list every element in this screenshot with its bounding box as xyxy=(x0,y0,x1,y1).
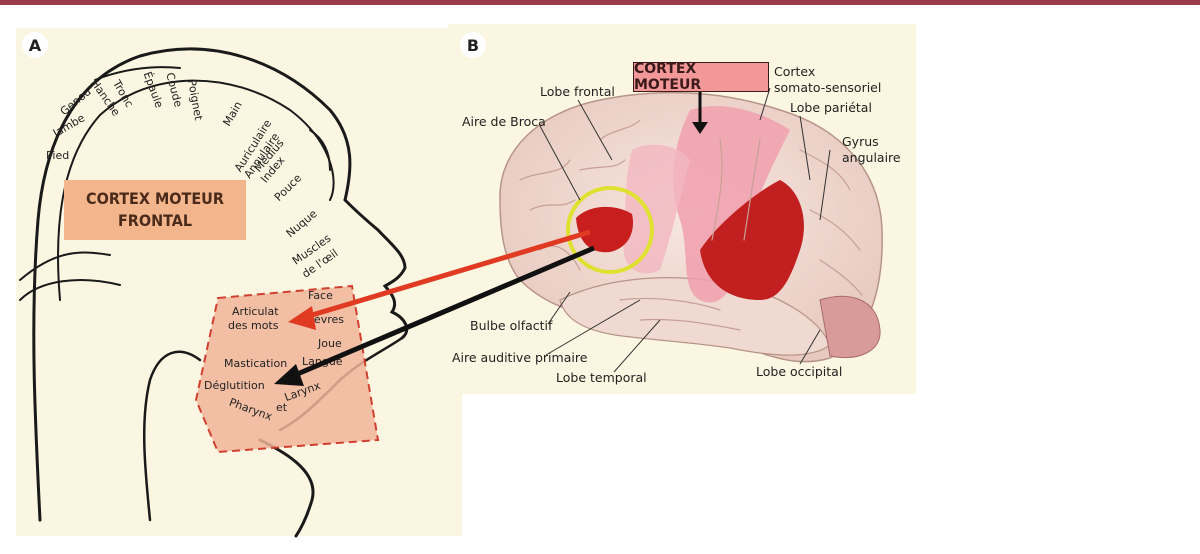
broca-area xyxy=(576,206,634,253)
panel-b-badge: B xyxy=(460,32,486,58)
cortex-moteur-pointer-head xyxy=(692,122,708,134)
cortex-moteur-frontal-line2: FRONTAL xyxy=(117,211,193,230)
label-bulbe-olfactif: Bulbe olfactif xyxy=(470,318,553,333)
label-lobe-occipital: Lobe occipital xyxy=(756,364,843,379)
label-lobe-frontal: Lobe frontal xyxy=(540,84,615,99)
cortex-moteur-frontal-line1: CORTEX MOTEUR xyxy=(86,189,224,208)
label-des-mots: des mots xyxy=(228,319,279,332)
label-joue: Joue xyxy=(318,337,342,350)
cortex-moteur-frontal-box: CORTEX MOTEUR FRONTAL xyxy=(64,180,246,240)
face-profile-outline xyxy=(343,198,409,340)
black-arrow-head xyxy=(274,364,304,386)
label-gyrus: Gyrus xyxy=(842,134,879,149)
label-et: et xyxy=(276,401,288,414)
label-somato-sensoriel: somato-sensoriel xyxy=(774,80,882,95)
panel-a-badge: A xyxy=(22,32,48,58)
motor-region-overlay xyxy=(194,284,380,454)
red-arrow-head xyxy=(288,306,316,330)
black-arrow-line xyxy=(287,245,595,381)
premotor-band xyxy=(623,144,690,274)
label-aire-auditive-primaire: Aire auditive primaire xyxy=(452,350,588,365)
label-mastication: Mastication xyxy=(224,357,288,370)
label-articulat: Articulat xyxy=(232,305,279,318)
label-face: Face xyxy=(308,289,333,302)
label-deglutition: Déglutition xyxy=(204,379,265,392)
cerebellum xyxy=(819,295,881,358)
label-cortex: Cortex xyxy=(774,64,816,79)
label-lobe-parietal: Lobe pariétal xyxy=(790,100,872,115)
label-pied: Pied xyxy=(46,149,70,162)
label-aire-de-broca: Aire de Broca xyxy=(462,114,546,129)
label-angulaire: angulaire xyxy=(842,150,901,165)
cortex-moteur-box: CORTEX MOTEUR xyxy=(633,61,769,93)
label-lobe-temporal: Lobe temporal xyxy=(556,370,647,385)
homunculus-outer-outline xyxy=(32,47,352,522)
wernicke-area xyxy=(700,180,804,300)
top-accent-bar xyxy=(0,0,1200,5)
red-arrow-line xyxy=(301,229,591,321)
label-levres: Lèvres xyxy=(308,313,344,326)
broca-highlight-circle xyxy=(566,186,654,274)
